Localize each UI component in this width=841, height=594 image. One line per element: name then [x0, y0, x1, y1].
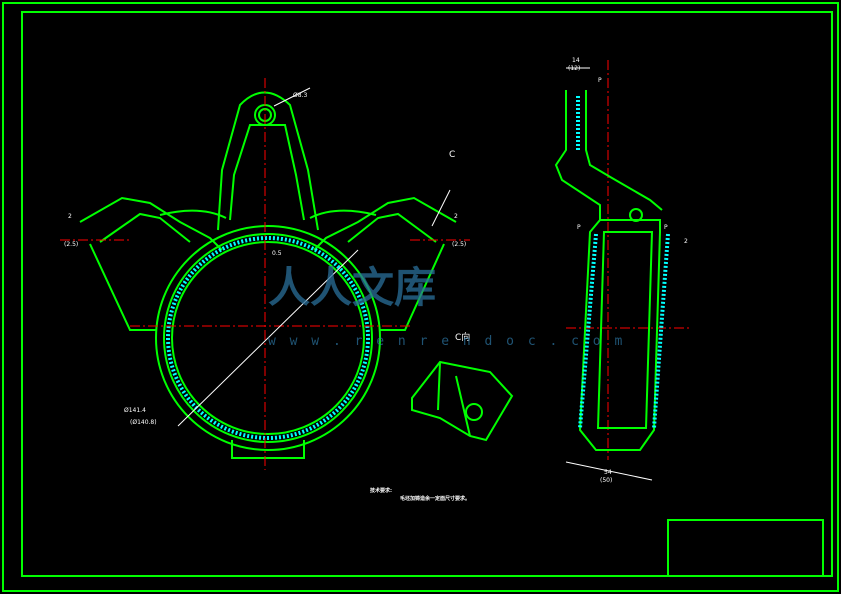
dim-height-05: 0.5 — [272, 250, 282, 257]
side-top-2 — [585, 90, 663, 211]
dim-bottom-54: 54 — [604, 469, 612, 476]
dimension-lines — [177, 67, 653, 481]
c-view-hole — [465, 403, 483, 421]
top-lug-inner — [229, 124, 305, 221]
left-arm-2 — [99, 212, 191, 243]
bottom-tab — [231, 440, 305, 459]
dim-hole-dia: Ø8.3 — [293, 92, 307, 99]
ring-outer-2 — [163, 233, 373, 443]
side-body-inner — [596, 231, 654, 429]
right-arm — [313, 196, 457, 251]
dim-top-14: 14 — [572, 57, 580, 64]
dim-p-mid-right: P — [664, 224, 668, 231]
dim-r-right: 2 — [684, 238, 688, 245]
dim-p-mid-left: P — [577, 224, 581, 231]
side-top — [554, 90, 601, 220]
side-body — [578, 219, 661, 451]
front-view — [79, 91, 457, 459]
dim-bottom-50: (50) — [600, 477, 612, 484]
title-block — [667, 519, 824, 577]
left-arm — [79, 196, 223, 251]
section-label-c: C — [449, 150, 455, 160]
watermark-chinese: 人人文库 — [268, 263, 436, 312]
ring-outer — [155, 225, 381, 451]
hatch-ring — [166, 236, 370, 440]
right-arm-lower — [380, 243, 445, 331]
dim-inner-dia: Ø141.4 — [124, 407, 146, 414]
side-hole — [629, 208, 643, 222]
web-right — [309, 209, 377, 219]
left-arm-lower — [89, 243, 156, 331]
side-hatch — [576, 96, 670, 429]
dim-right-thk: 2 — [454, 213, 458, 220]
dim-right-thk2: (2.5) — [452, 241, 466, 248]
view-label-c: C向 — [455, 331, 470, 343]
dim-top-12: (12) — [568, 65, 580, 72]
ring-inner — [171, 241, 365, 435]
dim-outer-dia: (Ø140.8) — [130, 419, 157, 426]
inner-frame — [21, 11, 833, 577]
note-title: 技术要求: — [370, 487, 392, 494]
centerlines — [60, 60, 690, 470]
watermark-url: w w w . r e n r e n d o c . c o m — [268, 334, 625, 349]
dim-left-thk: 2 — [68, 213, 72, 220]
note-line-1: 毛坯加铸造余一定面尺寸要求。 — [400, 495, 470, 502]
dim-p-top: P — [598, 77, 602, 84]
side-view — [554, 90, 663, 451]
right-arm-2 — [347, 212, 437, 243]
c-view-detail — [411, 360, 514, 442]
dim-left-thk2: (2.5) — [64, 241, 78, 248]
web-left — [159, 209, 227, 219]
